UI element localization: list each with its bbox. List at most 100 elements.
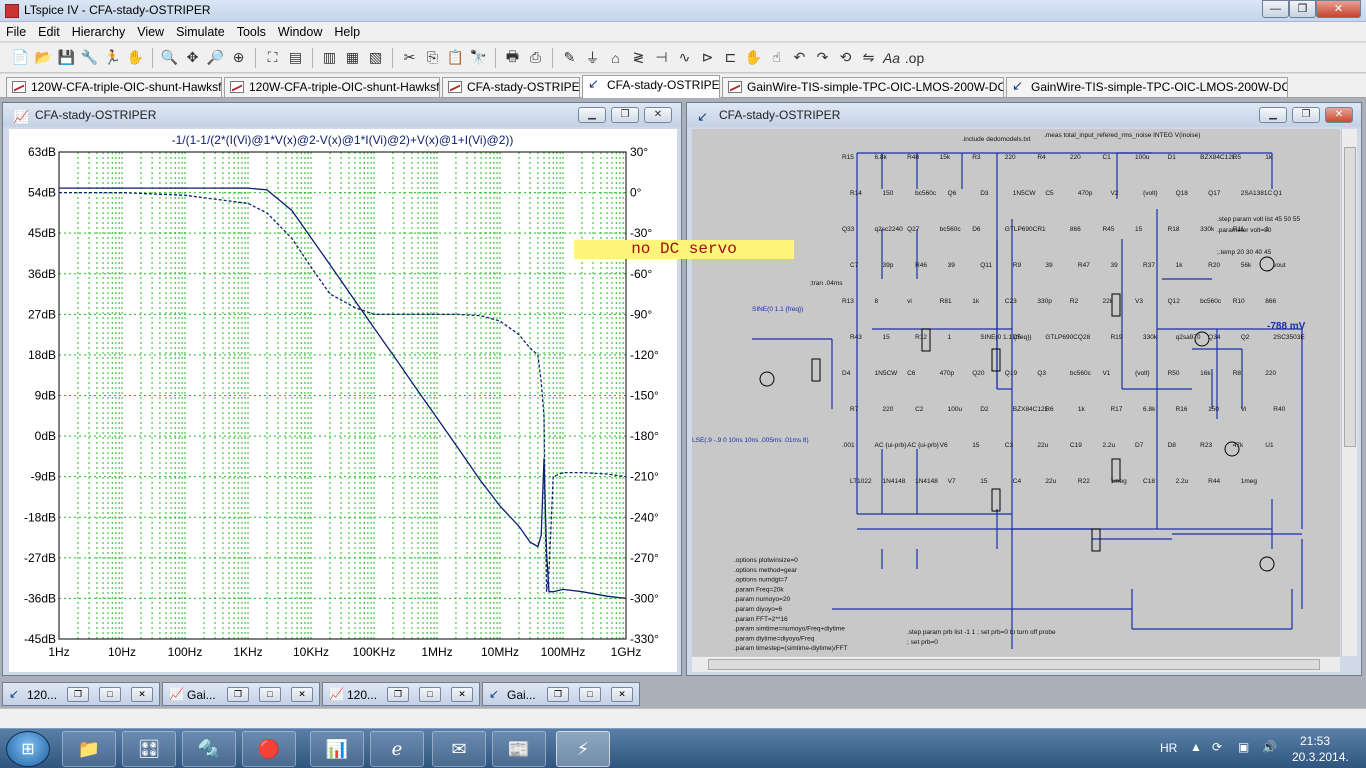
document-reader-icon[interactable]: 📰 <box>492 731 546 767</box>
tab-wave-2[interactable]: 120W-CFA-triple-OIC-shunt-Hawksfor-2 <box>224 77 440 97</box>
capacitor-icon[interactable]: ⊣ <box>655 49 668 65</box>
minimized-window-3[interactable]: 📈 120... ❐ □ ✕ <box>322 682 480 706</box>
internet-explorer-icon[interactable]: ℯ <box>370 731 424 767</box>
ground-icon[interactable]: ⏚ <box>585 49 600 66</box>
scroll-thumb[interactable] <box>708 659 1320 670</box>
control-panel-icon[interactable]: 🔧 <box>80 49 99 65</box>
menu-simulate[interactable]: Simulate <box>176 24 225 39</box>
waveform-minimize-button[interactable]: ▁ <box>578 107 606 123</box>
start-button[interactable]: ⊞ <box>6 731 50 767</box>
network-tool-icon[interactable]: 🔩 <box>182 731 236 767</box>
maximize-button[interactable]: ❐ <box>1289 0 1316 18</box>
restore-button[interactable]: ❐ <box>227 687 249 702</box>
zoom-out-icon[interactable]: 🔎 <box>206 49 225 65</box>
mirror-icon[interactable]: ⇋ <box>862 49 875 65</box>
network-icon[interactable]: ▣ <box>1238 740 1250 754</box>
horizontal-scrollbar[interactable] <box>692 656 1340 672</box>
waveform-close-button[interactable]: ✕ <box>644 107 672 123</box>
tab-wave-4[interactable]: GainWire-TIS-simple-TPC-OIC-LMOS-200W-DC… <box>722 77 1004 97</box>
close-button[interactable]: ✕ <box>611 687 633 702</box>
menu-hierarchy[interactable]: Hierarchy <box>71 24 126 39</box>
oscilloscope-app-icon[interactable]: 📊 <box>310 731 364 767</box>
rotate-icon[interactable]: ⟲ <box>839 49 852 65</box>
print-icon[interactable]: 🖶 <box>505 47 520 64</box>
scroll-thumb[interactable] <box>1344 147 1356 447</box>
minimized-window-4[interactable]: ↙ Gai... ❐ □ ✕ <box>482 682 640 706</box>
tile-horizontal-icon[interactable]: ▤ <box>288 49 303 65</box>
vertical-scrollbar[interactable] <box>1341 129 1357 656</box>
close-button[interactable]: ✕ <box>451 687 473 702</box>
clock-time[interactable]: 21:53 <box>1300 734 1331 748</box>
schematic-canvas[interactable]: .include dedomodels.txt.meas total_input… <box>692 129 1340 656</box>
open-icon[interactable]: 📂 <box>34 49 53 65</box>
restore-button[interactable]: ❐ <box>67 687 89 702</box>
waveform-window-titlebar[interactable]: 📈 CFA-stady-OSTRIPER ▁ ❐ ✕ <box>3 103 681 127</box>
sync-icon[interactable]: ⟳ <box>1212 740 1223 754</box>
halt-icon[interactable]: ✋ <box>126 49 145 65</box>
menu-help[interactable]: Help <box>334 24 361 39</box>
language-indicator[interactable]: HR <box>1160 741 1178 755</box>
maximize-button[interactable]: □ <box>579 687 601 702</box>
clock-date[interactable]: 20.3.2014. <box>1292 750 1349 764</box>
schematic-window-titlebar[interactable]: ↙ CFA-stady-OSTRIPER ▁ ❐ ✕ <box>687 103 1361 127</box>
tile-icon[interactable]: ▧ <box>368 49 383 65</box>
schematic-drawing[interactable]: .include dedomodels.txt.meas total_input… <box>692 129 1340 656</box>
minimized-window-1[interactable]: ↙ 120... ❐ □ ✕ <box>2 682 160 706</box>
tab-wave-3[interactable]: CFA-stady-OSTRIPER <box>442 77 580 97</box>
text-icon[interactable]: Aa <box>882 49 901 66</box>
undo-icon[interactable]: ↶ <box>793 49 806 65</box>
redo-icon[interactable]: ↷ <box>816 49 829 65</box>
ltspice-taskbar-icon[interactable]: ⚡ <box>556 731 610 767</box>
file-explorer-icon[interactable]: 📁 <box>62 731 116 767</box>
tab-schematic-active[interactable]: ↙ CFA-stady-OSTRIPER <box>582 75 720 98</box>
close-button[interactable]: ✕ <box>1316 0 1361 18</box>
minimize-button[interactable]: — <box>1262 0 1289 18</box>
volume-icon[interactable]: 🔊 <box>1262 740 1277 754</box>
component-icon[interactable]: ⊏ <box>724 49 737 65</box>
new-schematic-icon[interactable]: 📄 <box>11 49 30 65</box>
maximize-button[interactable]: □ <box>99 687 121 702</box>
schematic-close-button[interactable]: ✕ <box>1325 107 1353 123</box>
restore-button[interactable]: ❐ <box>547 687 569 702</box>
close-button[interactable]: ✕ <box>291 687 313 702</box>
paste-icon[interactable]: 📋 <box>446 49 465 65</box>
waveform-restore-button[interactable]: ❐ <box>611 107 639 123</box>
find-icon[interactable]: 🔭 <box>469 49 488 65</box>
move-icon[interactable]: ✋ <box>744 49 763 65</box>
restore-button[interactable]: ❐ <box>387 687 409 702</box>
wire-icon[interactable]: ✎ <box>563 49 576 65</box>
minimized-window-2[interactable]: 📈 Gai... ❐ □ ✕ <box>162 682 320 706</box>
media-center-icon[interactable]: 🎛 <box>122 731 176 767</box>
schematic-minimize-button[interactable]: ▁ <box>1259 107 1287 123</box>
resistor-icon[interactable]: ≷ <box>632 49 645 65</box>
copy-icon[interactable]: ⎘ <box>426 49 439 65</box>
diode-icon[interactable]: ⊳ <box>701 49 714 65</box>
cut-icon[interactable]: ✂ <box>403 49 416 65</box>
zoom-fit-icon[interactable]: ⊕ <box>232 49 245 65</box>
cascade-icon[interactable]: ▥ <box>322 49 337 65</box>
run-icon[interactable]: 🏃 <box>103 49 122 65</box>
autorange-icon[interactable]: ⛶ <box>267 49 278 65</box>
spice-directive-icon[interactable]: .op <box>904 49 925 66</box>
menu-edit[interactable]: Edit <box>38 24 60 39</box>
zoom-pan-icon[interactable]: ✥ <box>186 49 199 65</box>
menu-view[interactable]: View <box>137 24 165 39</box>
antivirus-icon[interactable]: 🔴 <box>242 731 296 767</box>
plot-area[interactable]: -1/(1-1/(2*(I(Vi)@1*V(x)@2-V(x)@1*I(Vi)@… <box>9 129 677 672</box>
schematic-restore-button[interactable]: ❐ <box>1292 107 1320 123</box>
zoom-in-icon[interactable]: 🔍 <box>160 49 179 65</box>
mail-client-icon[interactable]: ✉ <box>432 731 486 767</box>
tab-schematic-2[interactable]: ↙ GainWire-TIS-simple-TPC-OIC-LMOS-200W-… <box>1006 77 1288 97</box>
menu-tools[interactable]: Tools <box>236 24 266 39</box>
label-icon[interactable]: ⌂ <box>611 49 620 66</box>
show-hidden-icons-icon[interactable]: ▲ <box>1190 740 1202 754</box>
tab-wave-1[interactable]: 120W-CFA-triple-OIC-shunt-Hawksfor-2 <box>6 77 222 97</box>
print-setup-icon[interactable]: ⎙ <box>529 49 542 65</box>
bode-plot[interactable]: -1/(1-1/(2*(I(Vi)@1*V(x)@2-V(x)@1*I(Vi)@… <box>9 129 677 672</box>
maximize-button[interactable]: □ <box>259 687 281 702</box>
save-icon[interactable]: 💾 <box>57 49 76 65</box>
inductor-icon[interactable]: ∿ <box>678 49 691 65</box>
drag-icon[interactable]: ☝ <box>772 49 781 65</box>
menu-file[interactable]: File <box>6 24 27 39</box>
menu-window[interactable]: Window <box>277 24 323 39</box>
